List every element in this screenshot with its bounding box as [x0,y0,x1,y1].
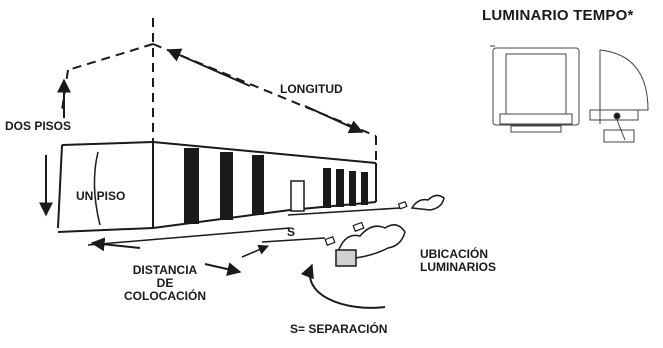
distancia-line-1: DISTANCIA [132,263,198,277]
un-piso-label: UN PISO [76,189,126,203]
distancia-label: DISTANCIA DE COLOCACIÓN [105,264,225,303]
separation-arrow [300,263,386,309]
door [290,180,305,212]
building-body [57,141,377,233]
luminaire-title: LUMINARIO TEMPO* [482,7,634,24]
luminaire-side-view [589,49,649,143]
dos-pisos-label: DOS PISOS [5,119,72,133]
separacion-label: S= SEPARACIÓN [290,322,388,336]
luminaire-markers [324,200,408,246]
height-arrows [39,78,101,226]
ubicacion-line-1: UBICACIÓN [420,247,488,261]
shrubs [335,194,445,267]
ubicacion-label: UBICACIÓN LUMINARIOS [420,248,496,274]
ground-lines [87,207,401,246]
longitud-label: LONGITUD [280,82,343,96]
longitud-arrows [166,48,364,134]
distancia-line-2: DE [156,276,174,290]
luminaire-front-view [490,45,580,133]
building-windows [184,148,368,224]
distancia-line-3: COLOCACIÓN [124,289,206,303]
s-marker-label: S [287,225,296,239]
upper-floor-outline [61,18,377,188]
ubicacion-line-2: LUMINARIOS [420,260,496,274]
